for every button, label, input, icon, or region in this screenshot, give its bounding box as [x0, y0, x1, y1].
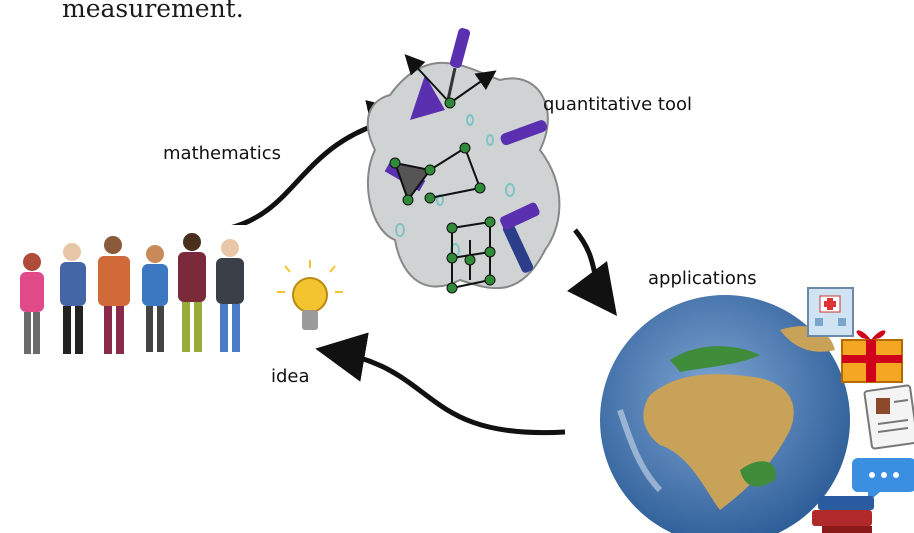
tools-blob-icon — [366, 28, 561, 294]
lightbulb-icon — [277, 260, 343, 330]
label-mathematics: mathematics — [163, 143, 282, 164]
arrow-mathematics — [229, 100, 420, 231]
label-applications: applications — [648, 268, 757, 289]
label-idea: idea — [271, 366, 310, 387]
books-icon — [812, 496, 874, 533]
arrow-idea — [315, 332, 566, 436]
caption-text: measurement. — [62, 0, 244, 23]
gift-icon — [841, 330, 903, 383]
hospital-icon — [807, 287, 854, 337]
arrow-applications — [567, 228, 617, 317]
people-group-icon — [0, 225, 255, 365]
label-quantitative-tool: quantitative tool — [543, 94, 693, 115]
earth-globe-icon — [600, 295, 850, 533]
id-card-icon — [863, 384, 914, 450]
chat-bubble-icon — [852, 458, 914, 502]
